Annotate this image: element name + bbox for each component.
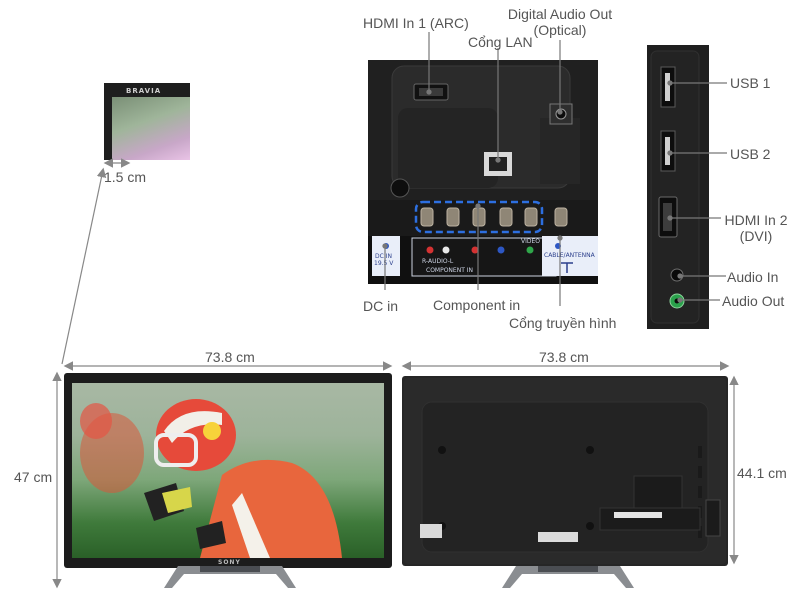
hdmi-in-2-line1: HDMI In 2 — [724, 212, 788, 228]
usb-2-port — [660, 130, 676, 172]
tv-back-drawing — [404, 378, 726, 564]
front-height-label: 47 cm — [14, 469, 53, 485]
component-highlight — [414, 200, 544, 234]
bravia-logo: BRAVIA — [126, 87, 162, 95]
component-text: COMPONENT IN — [426, 267, 473, 274]
cable-text: CABLE/ANTENNA — [544, 252, 596, 259]
lan-port-label: Cổng LAN — [468, 34, 533, 50]
dc-in-label: DC in — [363, 298, 399, 314]
hdmi-in-2-label: HDMI In 2 (DVI) — [718, 212, 794, 244]
antenna-port-label: Cổng truyền hình — [509, 315, 617, 331]
back-height-label: 44.1 cm — [737, 465, 787, 481]
dc-volt-text: 19.5 V — [374, 260, 394, 267]
bezel-screen — [112, 97, 190, 160]
audio-in-label: Audio In — [727, 269, 779, 285]
antenna-jack — [554, 207, 568, 227]
component-in-label: Component in — [433, 297, 521, 313]
audio-in-jack — [670, 268, 684, 282]
audio-text: R-AUDIO-L — [422, 258, 454, 265]
usb-2-label: USB 2 — [730, 146, 771, 162]
front-width-label: 73.8 cm — [205, 349, 255, 365]
bezel-closeup: BRAVIA — [104, 83, 190, 160]
tv-front-stand — [164, 566, 296, 588]
tv-front: SONY — [64, 373, 392, 568]
component-jacks — [420, 207, 538, 227]
sony-logo: SONY — [218, 559, 241, 566]
bezel-dimension-label: 1.5 cm — [104, 169, 147, 185]
digital-audio-out-line1: Digital Audio Out — [507, 6, 613, 22]
football-player-image — [80, 399, 342, 558]
digital-audio-out-label: Digital Audio Out (Optical) — [504, 6, 616, 38]
audio-out-label: Audio Out — [722, 293, 785, 309]
video-text: VIDEO — [521, 238, 540, 245]
usb-1-port — [660, 66, 676, 108]
side-ports-closeup — [647, 45, 709, 329]
hdmi-1-port — [413, 83, 449, 101]
dc-in-text: DC IN — [375, 253, 392, 260]
usb-1-label: USB 1 — [730, 75, 771, 91]
lan-port — [484, 152, 512, 176]
tv-back — [402, 376, 728, 566]
rear-ports-closeup: DC IN 19.5 V R-AUDIO-L COMPONENT IN VIDE… — [368, 60, 598, 284]
digital-audio-out-line2: (Optical) — [533, 22, 587, 38]
rear-ports-drawing: DC IN 19.5 V R-AUDIO-L COMPONENT IN VIDE… — [368, 65, 598, 284]
tv-screen — [72, 383, 384, 558]
side-ports-drawing — [650, 50, 700, 324]
hdmi-in-1-label: HDMI In 1 (ARC) — [363, 15, 469, 31]
hdmi-2-port — [658, 196, 678, 238]
back-width-label: 73.8 cm — [539, 349, 589, 365]
tv-back-stand — [502, 566, 634, 588]
optical-port — [549, 103, 573, 125]
hdmi-in-2-line2: (DVI) — [739, 228, 773, 244]
